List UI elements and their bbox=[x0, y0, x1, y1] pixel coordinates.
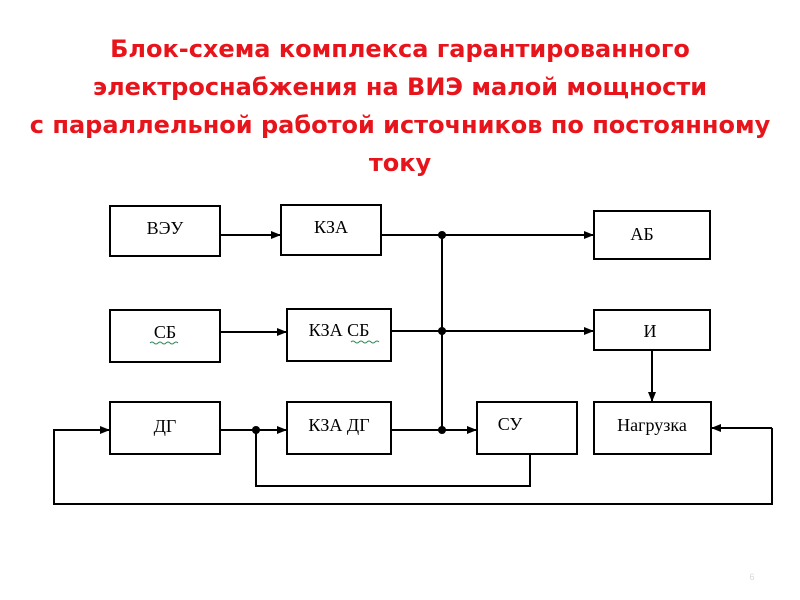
title-line-3: с параллельной работой источников по пос… bbox=[29, 111, 771, 139]
junction-dot bbox=[438, 231, 446, 239]
block-sb: СБ bbox=[109, 309, 221, 363]
block-kza: КЗА bbox=[280, 204, 382, 256]
block-ab: АБ bbox=[593, 210, 711, 260]
junction-dot bbox=[252, 426, 260, 434]
wire-load-dg-feedback bbox=[53, 426, 773, 505]
block-dg-label: ДГ bbox=[154, 416, 177, 436]
block-inverter-label: И bbox=[644, 321, 657, 341]
block-ab-label: АБ bbox=[630, 224, 653, 244]
junction-dot bbox=[438, 327, 446, 335]
spellcheck-underline bbox=[149, 341, 179, 345]
block-veu-label: ВЭУ bbox=[147, 218, 184, 238]
block-su-label: СУ bbox=[498, 414, 523, 434]
block-load-label: Нагрузка bbox=[617, 415, 687, 435]
block-load: Нагрузка bbox=[593, 401, 712, 455]
title-line-2: электроснабжения на ВИЭ малой мощности bbox=[92, 73, 708, 101]
block-sb-label: СБ bbox=[154, 322, 176, 342]
junction-dot bbox=[438, 426, 446, 434]
block-kza-label: КЗА bbox=[314, 217, 348, 237]
title-line-1: Блок-схема комплекса гарантированного bbox=[110, 35, 690, 63]
block-kza-dg-label: КЗА ДГ bbox=[308, 415, 369, 435]
block-kza-sb-label: КЗА СБ bbox=[309, 320, 370, 340]
diagram-title: Блок-схема комплекса гарантированного эл… bbox=[0, 30, 800, 182]
block-veu: ВЭУ bbox=[109, 205, 221, 257]
block-dg: ДГ bbox=[109, 401, 221, 455]
block-su: СУ bbox=[476, 401, 578, 455]
title-line-4: току bbox=[368, 149, 432, 177]
spellcheck-underline bbox=[350, 340, 380, 344]
block-kza-sb: КЗА СБ bbox=[286, 308, 392, 362]
page-number: 6 bbox=[749, 572, 754, 582]
block-kza-dg: КЗА ДГ bbox=[286, 401, 392, 455]
wire-su-load-control bbox=[255, 430, 531, 487]
block-inverter: И bbox=[593, 309, 711, 351]
